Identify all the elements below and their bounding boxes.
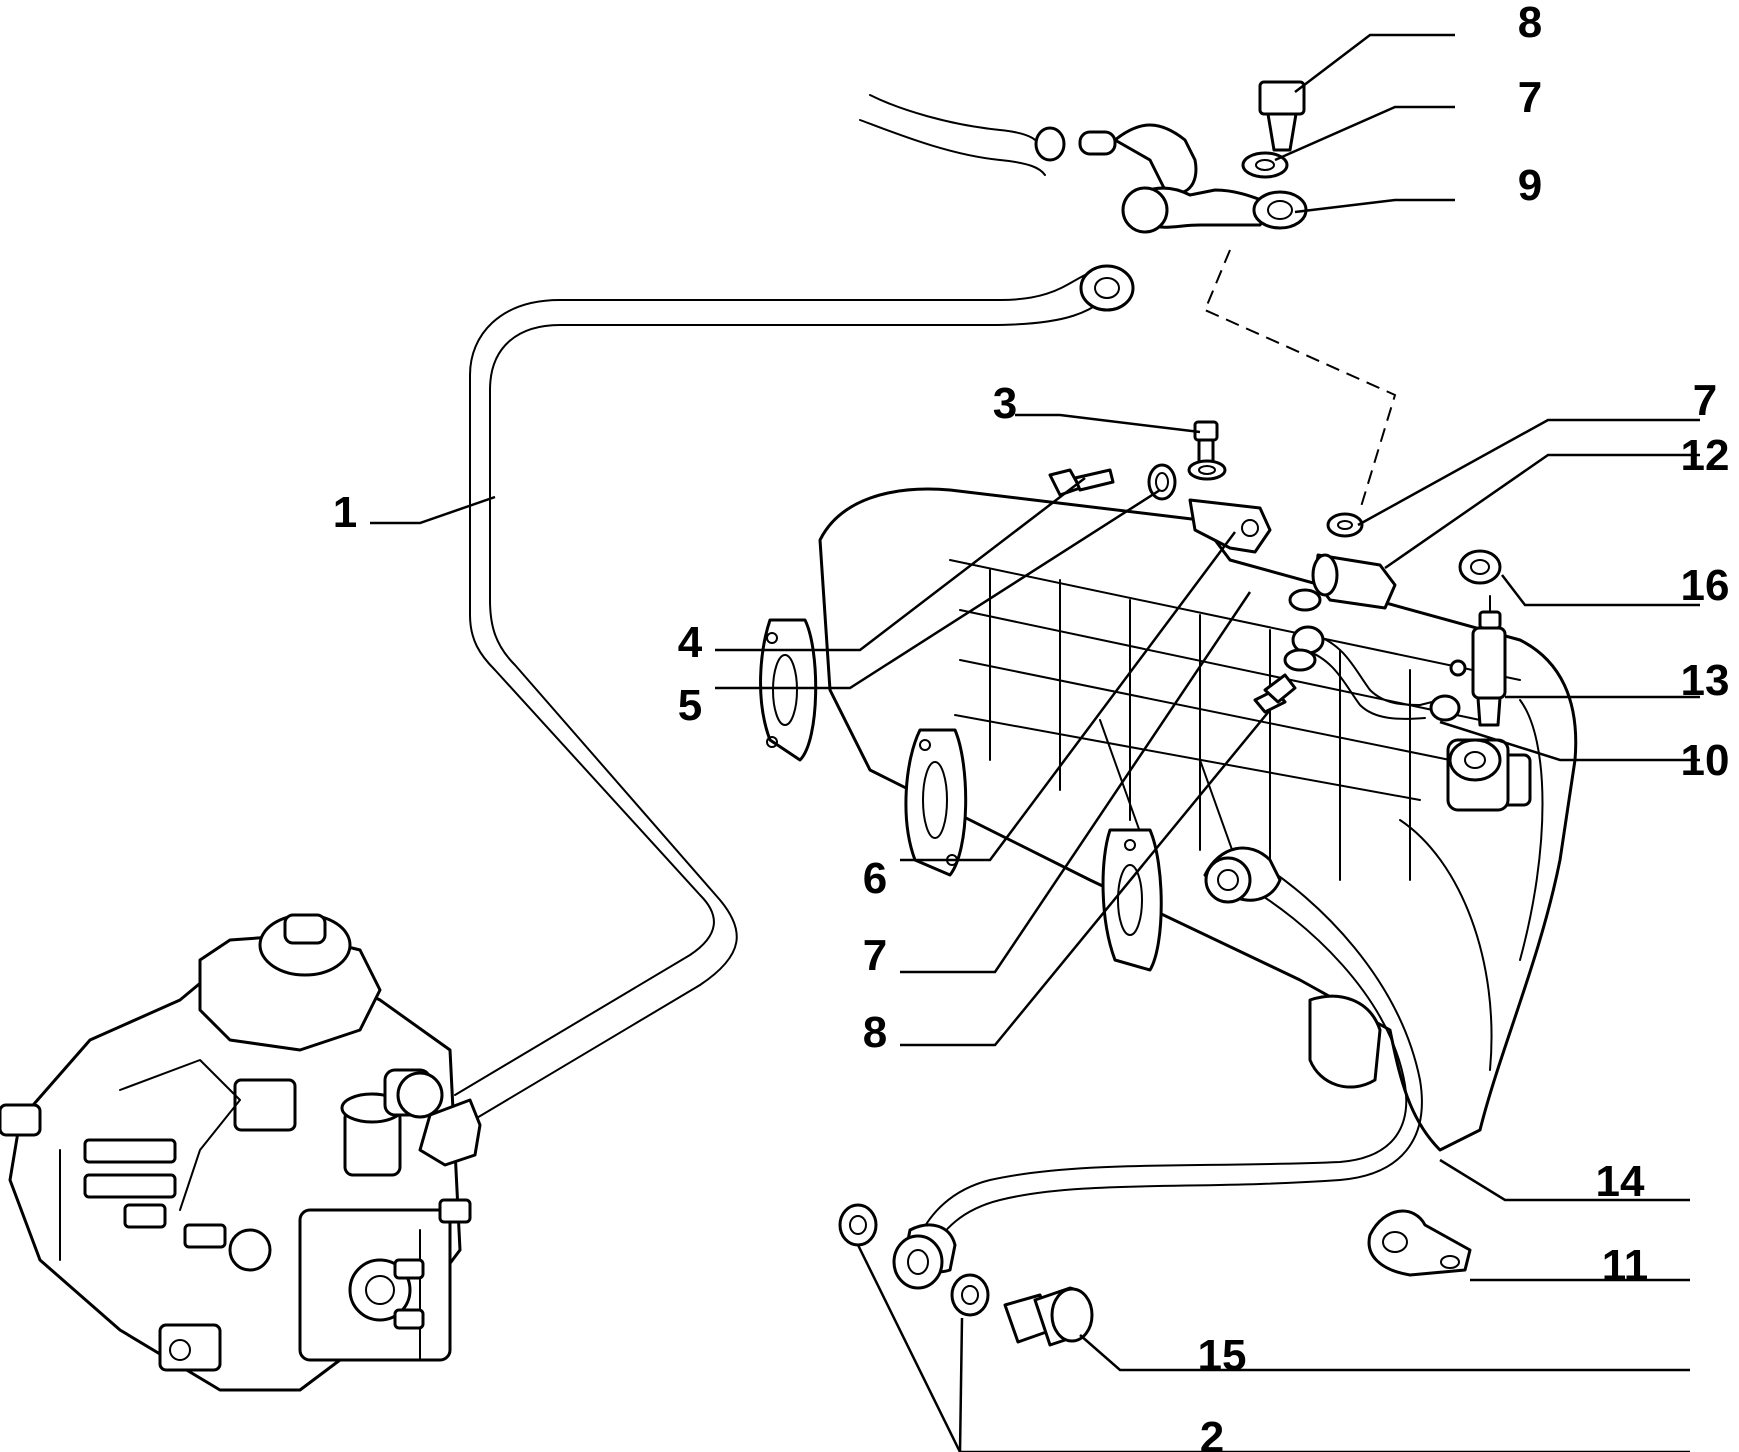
callout-1: 1 [333, 488, 357, 537]
leader-lines [370, 33, 1700, 1452]
callout-7-top: 7 [1518, 73, 1542, 122]
callout-3: 3 [993, 379, 1017, 428]
small-parts [1048, 420, 1507, 727]
intake-manifold [818, 487, 1578, 1152]
callout-7-right: 7 [1693, 376, 1717, 425]
callout-6: 6 [863, 854, 887, 903]
callout-8-top: 8 [1518, 0, 1542, 47]
callout-4: 4 [678, 618, 703, 667]
callout-11: 11 [1602, 1241, 1649, 1290]
callout-5: 5 [678, 681, 702, 730]
dashed-assembly-line [1203, 249, 1397, 511]
manifold-flanges [759, 618, 1163, 972]
injection-pump [0, 913, 472, 1392]
flexible-pipe [838, 846, 1472, 1347]
callout-13: 13 [1681, 656, 1730, 705]
callout-15: 15 [1198, 1331, 1247, 1380]
callout-14: 14 [1596, 1157, 1645, 1206]
callout-16: 16 [1681, 561, 1730, 610]
fuel-return-pipe [418, 264, 1135, 1167]
return-connector-assembly [859, 80, 1308, 234]
callout-8-middle: 8 [863, 1008, 887, 1057]
callout-2: 2 [1200, 1413, 1224, 1452]
callout-9: 9 [1518, 161, 1542, 210]
callout-12: 12 [1681, 431, 1730, 480]
callout-7-middle: 7 [863, 931, 887, 980]
callout-10: 10 [1681, 736, 1730, 785]
callout-numbers: 1 2 3 4 5 6 7 7 7 8 8 9 10 11 12 13 14 1… [333, 0, 1730, 1452]
